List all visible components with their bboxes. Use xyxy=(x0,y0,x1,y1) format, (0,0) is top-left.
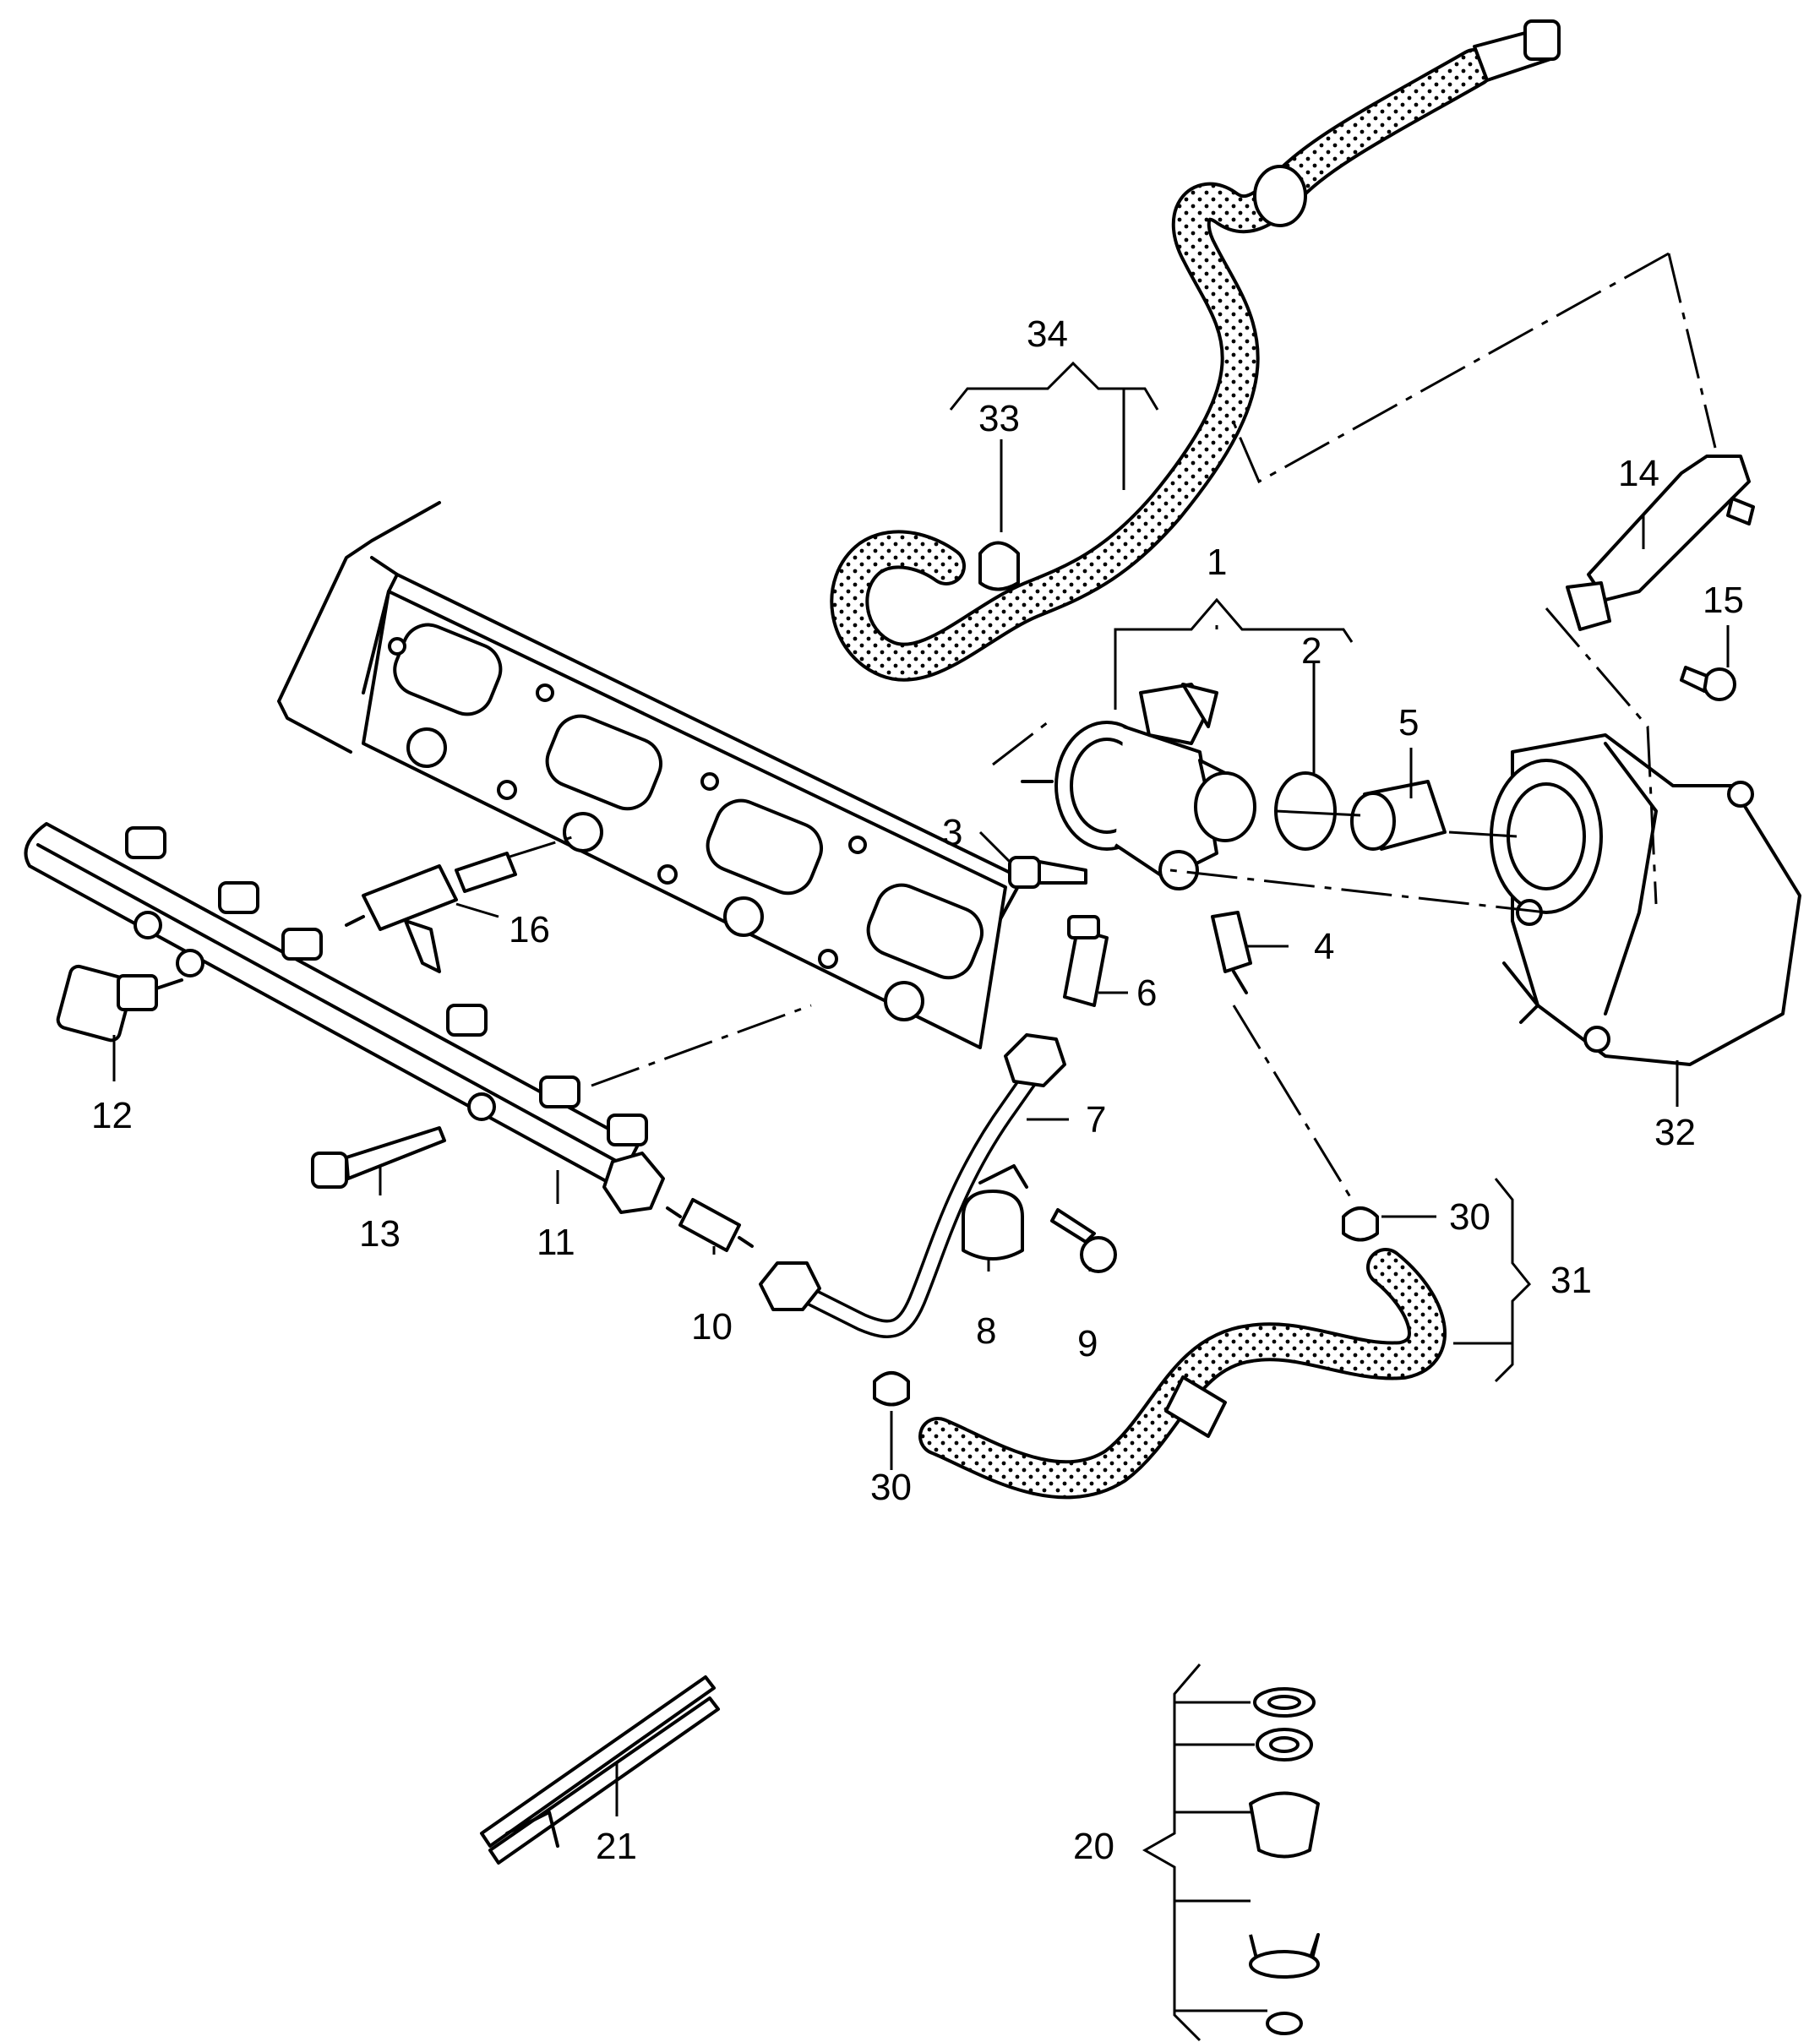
assembly-lines xyxy=(506,252,1717,1201)
label-10: 10 xyxy=(691,1306,733,1348)
vacuum-pump-housing xyxy=(1490,733,1801,1066)
pressure-sensor xyxy=(56,964,183,1043)
label-6: 6 xyxy=(1136,972,1157,1014)
label-15: 15 xyxy=(1703,580,1744,621)
label-14: 14 xyxy=(1618,453,1659,494)
pump-sleeve xyxy=(1350,780,1447,851)
label-2: 2 xyxy=(1301,630,1321,672)
label-31: 31 xyxy=(1550,1260,1592,1301)
label-3: 3 xyxy=(942,812,962,853)
cylinder-head xyxy=(277,501,1024,1049)
label-30-top: 30 xyxy=(1449,1196,1490,1238)
union-connector-6 xyxy=(1063,915,1109,1007)
label-7: 7 xyxy=(1086,1099,1106,1141)
part-labels: 1 2 3 4 5 6 7 8 9 10 11 12 13 14 15 16 2… xyxy=(91,313,1744,1867)
protective-sleeve-strips xyxy=(480,1675,720,1865)
low-pressure-connector xyxy=(1211,911,1252,994)
label-11: 11 xyxy=(537,1222,575,1263)
label-16: 16 xyxy=(509,909,550,950)
label-12: 12 xyxy=(91,1095,133,1136)
union-connector-10 xyxy=(666,1198,754,1252)
high-pressure-pump xyxy=(1021,683,1256,890)
label-13: 13 xyxy=(359,1213,401,1255)
fuel-supply-hose xyxy=(830,19,1561,682)
label-32: 32 xyxy=(1654,1112,1696,1153)
gasket-ports xyxy=(388,623,984,1021)
label-9: 9 xyxy=(1077,1323,1098,1364)
hose-bracket xyxy=(1566,455,1755,631)
label-8: 8 xyxy=(976,1310,996,1352)
label-30-bottom: 30 xyxy=(870,1467,912,1508)
repair-kit-items xyxy=(1249,1687,1320,2035)
pipe-clip xyxy=(962,1164,1028,1261)
label-34: 34 xyxy=(1027,313,1068,355)
rail-bolt xyxy=(311,1126,446,1189)
label-21: 21 xyxy=(596,1826,637,1867)
high-pressure-pipe xyxy=(759,1033,1066,1338)
fuel-return-hose xyxy=(873,1206,1447,1500)
leader-lines xyxy=(112,361,1730,2042)
label-33: 33 xyxy=(978,398,1020,439)
label-5: 5 xyxy=(1398,702,1419,743)
bracket-bolt xyxy=(1680,666,1736,701)
label-4: 4 xyxy=(1314,926,1334,967)
rail-injector-cups xyxy=(125,826,648,1146)
fuel-rail xyxy=(24,822,665,1214)
fuel-injector xyxy=(345,852,517,973)
pump-bolt xyxy=(1008,856,1087,889)
rail-end-nut xyxy=(602,1152,665,1214)
label-1: 1 xyxy=(1207,542,1227,583)
label-20: 20 xyxy=(1073,1826,1114,1867)
clip-screw xyxy=(1050,1208,1117,1273)
